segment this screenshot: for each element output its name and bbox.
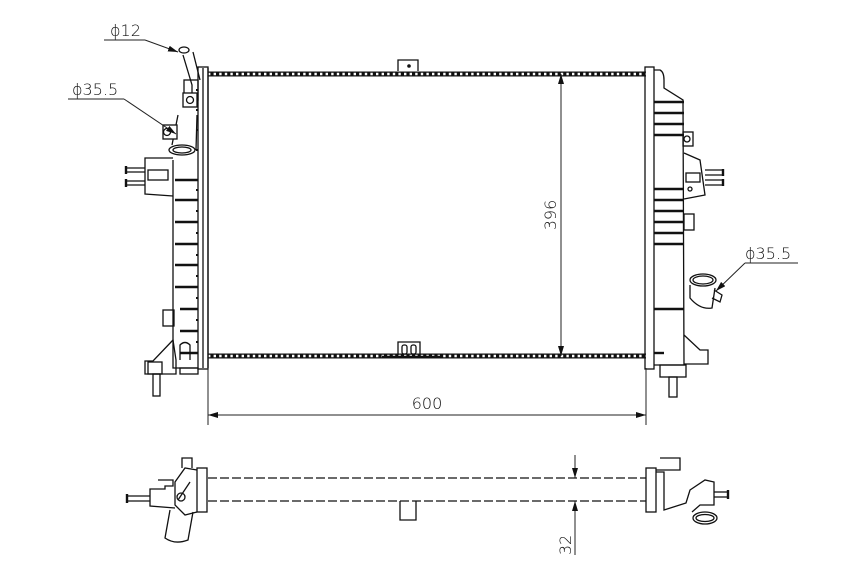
width-dimension: 600: [207, 368, 647, 425]
left-tank: [124, 46, 209, 397]
front-view: 600 396 ϕ12 ϕ35.5 ϕ35.5: [68, 21, 798, 425]
bottom-bracket: [397, 341, 421, 355]
callout-right-outlet-label: ϕ35.5: [745, 244, 791, 263]
height-dimension: 396: [541, 74, 564, 356]
callout-left-inlet: ϕ35.5: [68, 80, 177, 135]
height-dimension-label: 396: [541, 200, 560, 231]
right-tank: [644, 66, 725, 398]
side-view: 32: [125, 455, 730, 555]
core-bottom-header: [208, 353, 646, 359]
thickness-dimension-label: 32: [556, 535, 575, 555]
callout-left-inlet-label: ϕ35.5: [72, 80, 118, 99]
callout-right-outlet: ϕ35.5: [715, 244, 798, 292]
thickness-dimension: 32: [556, 455, 578, 555]
width-dimension-label: 600: [412, 394, 443, 413]
callout-small-pipe: ϕ12: [104, 21, 179, 53]
callout-small-pipe-label: ϕ12: [110, 21, 141, 40]
top-bracket: [397, 59, 419, 71]
